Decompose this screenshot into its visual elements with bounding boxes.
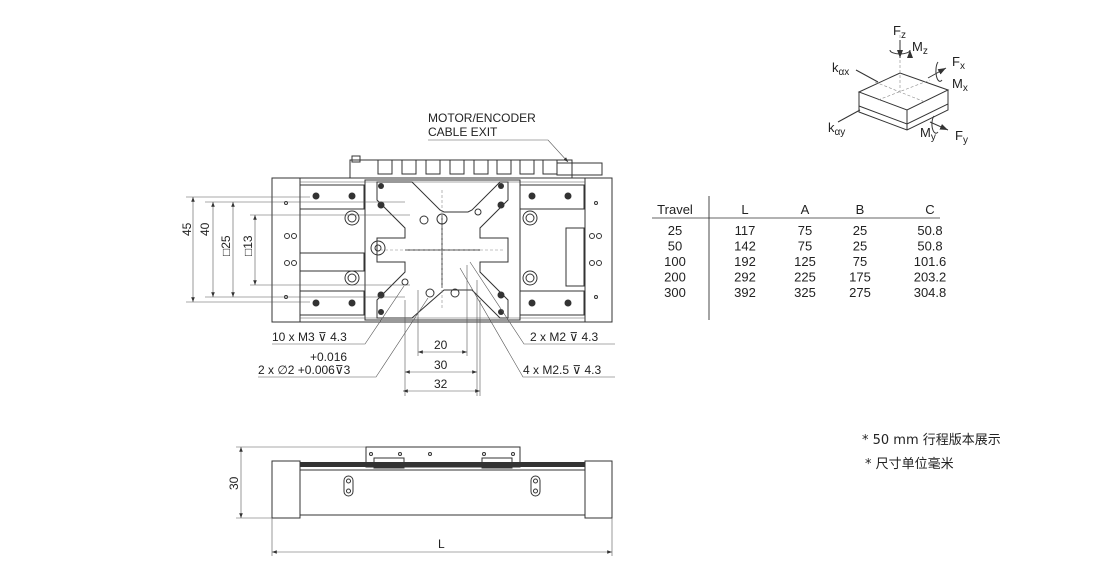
table-cell: 200 bbox=[664, 270, 686, 285]
dim-40: 40 bbox=[198, 222, 212, 236]
callout-pin: 2 x ∅2 +0.006⊽3 bbox=[258, 363, 351, 377]
table-cell: 100 bbox=[664, 254, 686, 269]
note-travel-version: * 50 mm 行程版本展示 bbox=[862, 433, 1001, 448]
table-cell: 304.8 bbox=[914, 285, 947, 300]
stiffness-kax-label: kαx bbox=[832, 60, 849, 78]
table-cell: 50.8 bbox=[917, 239, 942, 254]
moment-mz-label: Mz bbox=[912, 39, 928, 57]
dim-height-30: 30 bbox=[227, 476, 241, 490]
table-cell: 25 bbox=[853, 239, 867, 254]
dim-length-L: L bbox=[438, 537, 445, 551]
table-cell: 101.6 bbox=[914, 254, 947, 269]
callout-pin-tolerance: +0.016 bbox=[310, 350, 347, 364]
table-cell: 25 bbox=[853, 223, 867, 238]
table-cell: 225 bbox=[794, 270, 816, 285]
top-view: MOTOR/ENCODER CABLE EXIT bbox=[180, 111, 615, 396]
table-cell: 203.2 bbox=[914, 270, 947, 285]
mounting-holes bbox=[284, 183, 602, 315]
note-units: * 尺寸单位毫米 bbox=[865, 457, 954, 472]
table-header: A bbox=[801, 202, 810, 217]
dim-square-13: □13 bbox=[241, 235, 255, 256]
cable-chain bbox=[349, 155, 603, 179]
table-cell: 125 bbox=[794, 254, 816, 269]
moment-mx-label: Mx bbox=[952, 76, 968, 94]
table-cell: 75 bbox=[798, 223, 812, 238]
table-cell: 275 bbox=[849, 285, 871, 300]
table-header: B bbox=[856, 202, 865, 217]
table-cell: 142 bbox=[734, 239, 756, 254]
table-cell: 117 bbox=[735, 223, 756, 238]
table-cell: 292 bbox=[734, 270, 756, 285]
table-cell: 325 bbox=[794, 285, 816, 300]
force-fy-label: Fy bbox=[955, 128, 968, 146]
table-cell: 75 bbox=[798, 239, 812, 254]
dim-30: 30 bbox=[434, 358, 448, 372]
callout-m25: 4 x M2.5 ⊽ 4.3 bbox=[523, 363, 601, 377]
force-fz-label: Fz bbox=[893, 23, 906, 41]
table-cell: 75 bbox=[853, 254, 867, 269]
callout-m3: 10 x M3 ⊽ 4.3 bbox=[272, 330, 347, 344]
table-cell: 392 bbox=[734, 285, 756, 300]
callout-m2: 2 x M2 ⊽ 4.3 bbox=[530, 330, 598, 344]
stiffness-kay-label: kαy bbox=[828, 120, 845, 138]
dim-square-25: □25 bbox=[219, 235, 233, 256]
cable-exit-label-1: MOTOR/ENCODER bbox=[428, 111, 536, 125]
carriage bbox=[364, 179, 521, 321]
moment-my-label: My bbox=[920, 125, 936, 143]
table-header: L bbox=[741, 202, 748, 217]
table-cell: 175 bbox=[849, 270, 871, 285]
dim-32: 32 bbox=[434, 377, 448, 391]
table-header: C bbox=[925, 202, 934, 217]
dim-20: 20 bbox=[434, 338, 448, 352]
cable-exit-label-2: CABLE EXIT bbox=[428, 125, 498, 139]
table-cell: 300 bbox=[664, 285, 686, 300]
table-header: Travel bbox=[657, 202, 693, 217]
table-cell: 25 bbox=[668, 223, 682, 238]
table-cell: 192 bbox=[734, 254, 756, 269]
table-cell: 50.8 bbox=[917, 223, 942, 238]
force-fx-label: Fx bbox=[952, 54, 965, 72]
table-cell: 50 bbox=[668, 239, 682, 254]
side-view: 30 L bbox=[227, 446, 613, 556]
load-diagram: Fz Mz Fx Mx Fy My kαx kαy bbox=[828, 23, 968, 146]
dim-45: 45 bbox=[180, 222, 194, 236]
